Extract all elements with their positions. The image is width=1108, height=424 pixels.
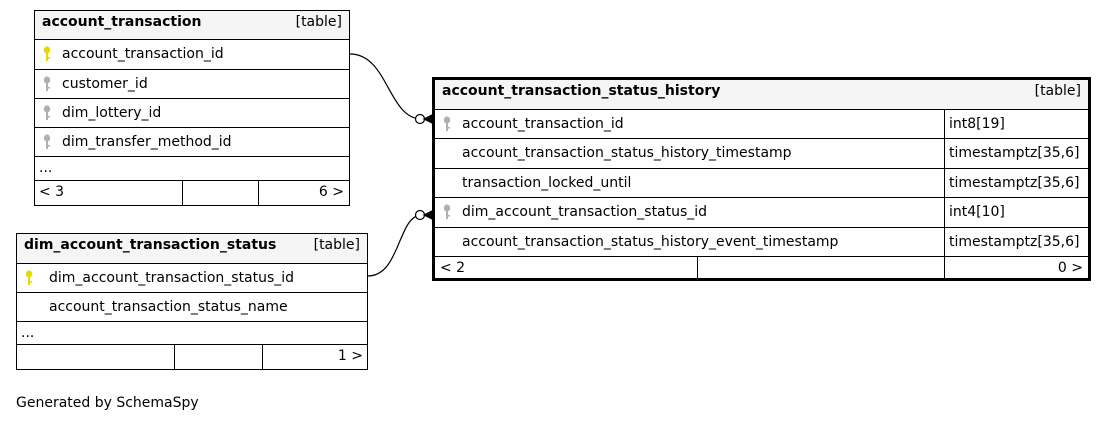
column-name: customer_id [62, 76, 148, 92]
foreign-key-icon [43, 105, 51, 121]
column-type: timestamptz[35,6] [944, 139, 1079, 168]
footer-divider [944, 257, 945, 281]
footer-divider [262, 345, 263, 369]
column-name: account_transaction_status_history_times… [462, 145, 792, 161]
more-columns-row[interactable]: ... [17, 322, 367, 345]
table-kind: [table] [295, 14, 342, 30]
column-type: int4[10] [944, 198, 1005, 227]
table-account-transaction[interactable]: account_transaction [table] account_tran… [34, 10, 350, 206]
table-dim-account-transaction-status[interactable]: dim_account_transaction_status [table] d… [16, 233, 368, 370]
footer-divider [258, 181, 259, 205]
table-account-transaction-status-history[interactable]: account_transaction_status_history [tabl… [432, 77, 1091, 281]
column-type: timestamptz[35,6] [944, 228, 1079, 256]
column-name: transaction_locked_until [462, 175, 632, 191]
relationship-line-account-transaction [349, 53, 422, 120]
column-row[interactable]: dim_transfer_method_id [35, 128, 349, 157]
column-row[interactable]: dim_account_transaction_status_id int4[1… [435, 198, 1088, 228]
parents-link[interactable]: < 3 [39, 184, 65, 200]
column-name: dim_lottery_id [62, 105, 162, 121]
more-columns-row[interactable]: ... [35, 157, 349, 181]
foreign-key-icon [443, 204, 451, 220]
column-type: timestamptz[35,6] [944, 169, 1079, 197]
column-name: dim_account_transaction_status_id [49, 270, 295, 286]
table-header: dim_account_transaction_status [table] [17, 234, 367, 264]
generated-by-label: Generated by SchemaSpy [16, 395, 199, 411]
relationship-line-dim-status [367, 214, 422, 277]
column-row[interactable]: dim_lottery_id [35, 99, 349, 128]
children-link[interactable]: 0 > [1057, 260, 1083, 276]
foreign-key-icon [443, 116, 451, 132]
column-row[interactable]: account_transaction_status_name [17, 293, 367, 322]
table-header: account_transaction_status_history [tabl… [435, 80, 1088, 110]
column-row[interactable]: account_transaction_id [35, 40, 349, 70]
parents-link[interactable]: < 2 [440, 260, 466, 276]
children-link[interactable]: 6 > [318, 184, 344, 200]
column-name: account_transaction_id [62, 46, 224, 62]
column-name: account_transaction_status_history_event… [462, 234, 839, 250]
foreign-key-icon [43, 76, 51, 92]
column-row[interactable]: dim_account_transaction_status_id [17, 264, 367, 293]
more-columns-indicator: ... [39, 160, 53, 176]
column-row[interactable]: account_transaction_status_history_times… [435, 139, 1088, 169]
footer-divider [174, 345, 175, 369]
column-name: account_transaction_status_name [49, 299, 288, 315]
column-name: account_transaction_id [462, 116, 624, 132]
table-footer: < 2 0 > [435, 257, 1088, 281]
column-row[interactable]: account_transaction_id int8[19] [435, 110, 1088, 139]
more-columns-indicator: ... [21, 325, 35, 341]
footer-divider [182, 181, 183, 205]
primary-key-icon [25, 270, 33, 286]
table-kind: [table] [313, 237, 360, 253]
column-name: dim_account_transaction_status_id [462, 204, 708, 220]
table-header: account_transaction [table] [35, 11, 349, 40]
primary-key-icon [43, 46, 51, 62]
column-row[interactable]: customer_id [35, 70, 349, 99]
table-kind: [table] [1034, 83, 1081, 99]
foreign-key-icon [43, 134, 51, 150]
table-footer: 1 > [17, 345, 367, 369]
table-name[interactable]: account_transaction [42, 14, 202, 30]
children-link[interactable]: 1 > [337, 348, 363, 364]
table-name[interactable]: dim_account_transaction_status [24, 237, 277, 253]
column-name: dim_transfer_method_id [62, 134, 232, 150]
column-row[interactable]: account_transaction_status_history_event… [435, 228, 1088, 257]
footer-divider [697, 257, 698, 281]
table-footer: < 3 6 > [35, 181, 349, 205]
column-type: int8[19] [944, 110, 1005, 138]
column-row[interactable]: transaction_locked_until timestamptz[35,… [435, 169, 1088, 198]
table-name[interactable]: account_transaction_status_history [442, 83, 721, 99]
